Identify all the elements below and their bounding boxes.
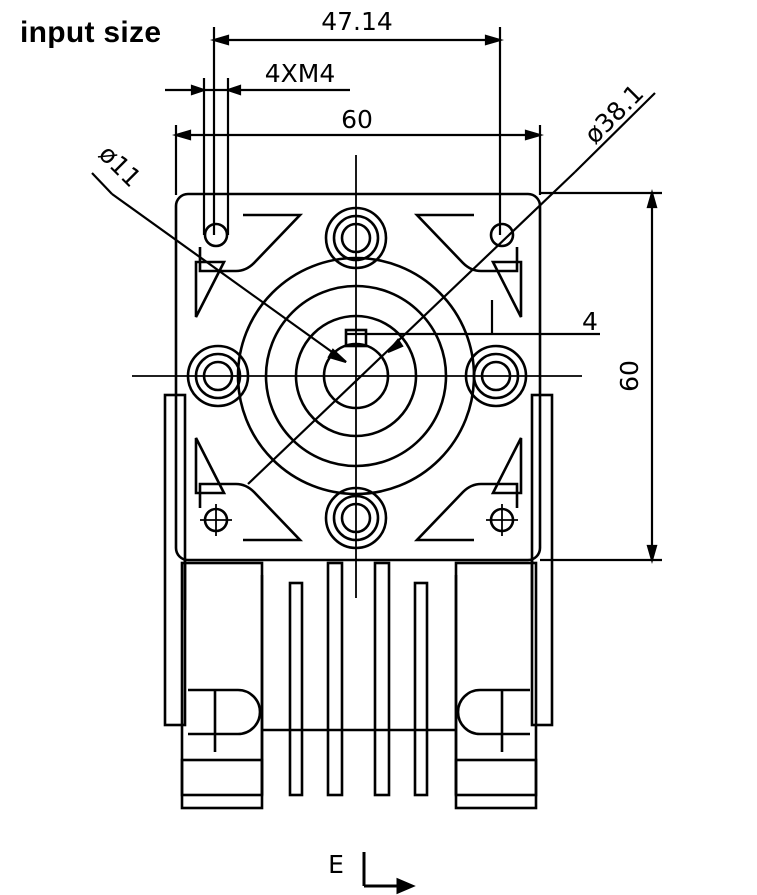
flange-body — [163, 192, 554, 810]
center-lines — [132, 155, 582, 598]
dimension-lines — [91, 27, 662, 565]
bolt-spacing-label: 47.14 — [321, 7, 393, 36]
screw-spec-label: 4XM4 — [265, 59, 336, 88]
page-heading: input size — [20, 16, 162, 49]
flange-height-label: 60 — [615, 360, 644, 392]
bore-diameter-label: ø11 — [93, 139, 147, 193]
key-width-label: 4 — [582, 307, 598, 336]
view-marker-label: E — [328, 850, 344, 879]
view-direction-arrow-icon — [362, 852, 416, 895]
flange-width-label: 60 — [341, 105, 373, 134]
pilot-diameter-label: ø38.1 — [579, 79, 650, 150]
